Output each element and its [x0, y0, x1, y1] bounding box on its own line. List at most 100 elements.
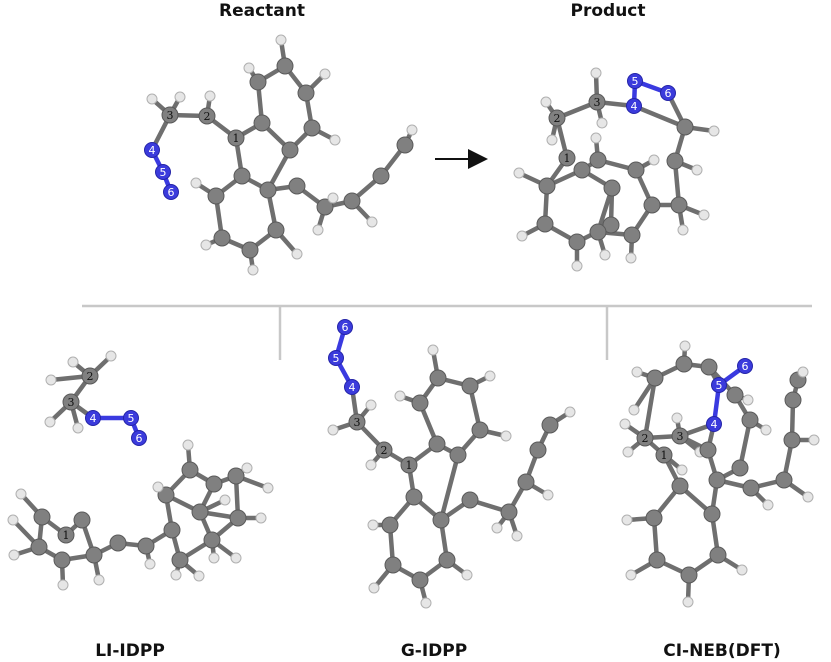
carbon-atom — [517, 473, 535, 491]
atom-label-n5: 5 — [716, 379, 723, 392]
carbon-atom — [671, 427, 689, 445]
hydrogen-atom — [628, 404, 640, 416]
hydrogen-atom — [546, 134, 558, 146]
hydrogen-atom — [255, 512, 267, 524]
hydrogen-atom — [564, 406, 576, 418]
carbon-atom — [742, 479, 760, 497]
carbon-atom — [666, 152, 684, 170]
hydrogen-atom — [708, 125, 720, 137]
hydrogen-atom — [15, 488, 27, 500]
hydrogen-atom — [542, 489, 554, 501]
atom-label-c1: 1 — [63, 529, 70, 542]
carbon-atom — [213, 229, 231, 247]
carbon-atom — [783, 431, 801, 449]
carbon-atom — [500, 503, 518, 521]
hydrogen-atom — [760, 424, 772, 436]
atom-label-n4: 4 — [149, 144, 156, 157]
carbon-atom — [636, 429, 654, 447]
bond — [642, 375, 658, 441]
carbon-atom — [57, 526, 75, 544]
hydrogen-atom — [366, 216, 378, 228]
hydrogen-atom — [329, 134, 341, 146]
carbon-atom — [303, 119, 321, 137]
carbon-atom — [249, 73, 267, 91]
atom-label-c1: 1 — [661, 449, 668, 462]
hydrogen-atom — [241, 462, 253, 474]
carbon-atom — [267, 221, 285, 239]
atom-label-c2: 2 — [87, 370, 94, 383]
hydrogen-atom — [677, 224, 689, 236]
nitrogen-atom — [163, 184, 179, 200]
hydrogen-atom — [67, 356, 79, 368]
carbon-atom — [573, 161, 591, 179]
atom-label-c3: 3 — [594, 96, 601, 109]
carbon-atom — [603, 179, 621, 197]
nitrogen-atom — [155, 164, 171, 180]
carbon-atom — [432, 511, 450, 529]
carbon-atom — [233, 167, 251, 185]
carbon-atom — [411, 571, 429, 589]
hydrogen-atom — [170, 569, 182, 581]
atom-label-n5: 5 — [160, 166, 167, 179]
carbon-atom — [538, 177, 556, 195]
nitrogen-atom — [337, 319, 353, 335]
nitrogen-atom — [328, 350, 344, 366]
li-idpp-title: LI-IDPP — [95, 641, 165, 661]
carbon-atom — [405, 488, 423, 506]
bond — [438, 452, 461, 523]
atom-label-n6: 6 — [665, 87, 672, 100]
g-idpp-title: G-IDPP — [401, 641, 467, 661]
carbon-atom — [227, 467, 245, 485]
atom-label-n4: 4 — [631, 100, 638, 113]
hydrogen-atom — [152, 481, 164, 493]
atom-label-n5: 5 — [128, 412, 135, 425]
hydrogen-atom — [190, 177, 202, 189]
carbon-atom — [137, 537, 155, 555]
carbon-atom — [372, 167, 390, 185]
carbon-atom — [85, 546, 103, 564]
nitrogen-atom — [706, 416, 722, 432]
nitrogen-atom — [131, 430, 147, 446]
carbon-atom — [276, 57, 294, 75]
hydrogen-atom — [57, 579, 69, 591]
carbon-atom — [703, 505, 721, 523]
carbon-atom — [161, 106, 179, 124]
nitrogen-atom — [344, 379, 360, 395]
carbon-atom — [297, 84, 315, 102]
carbon-atom — [33, 508, 51, 526]
carbon-atom — [400, 456, 418, 474]
hydrogen-atom — [243, 62, 255, 74]
carbon-atom — [259, 181, 277, 199]
atom-label-c2: 2 — [554, 112, 561, 125]
hydrogen-atom — [7, 514, 19, 526]
hydrogen-atom — [621, 514, 633, 526]
carbon-atom — [381, 516, 399, 534]
hydrogen-atom — [327, 192, 339, 204]
carbon-atom — [316, 198, 334, 216]
carbon-atom — [461, 377, 479, 395]
carbon-atom — [191, 503, 209, 521]
hydrogen-atom — [406, 124, 418, 136]
carbon-atom — [648, 551, 666, 569]
carbon-atom — [589, 223, 607, 241]
hydrogen-atom — [72, 422, 84, 434]
carbon-atom — [438, 551, 456, 569]
hydrogen-atom — [312, 224, 324, 236]
hydrogen-atom — [762, 499, 774, 511]
atom-label-n6: 6 — [342, 321, 349, 334]
hydrogen-atom — [736, 564, 748, 576]
nitrogen-atom — [123, 410, 139, 426]
carbon-atom — [726, 386, 744, 404]
carbon-atom — [253, 114, 271, 132]
hydrogen-atom — [174, 91, 186, 103]
hydrogen-atom — [590, 67, 602, 79]
nitrogen-atom — [144, 142, 160, 158]
hydrogen-atom — [365, 459, 377, 471]
carbon-atom — [671, 477, 689, 495]
carbon-atom — [396, 136, 414, 154]
